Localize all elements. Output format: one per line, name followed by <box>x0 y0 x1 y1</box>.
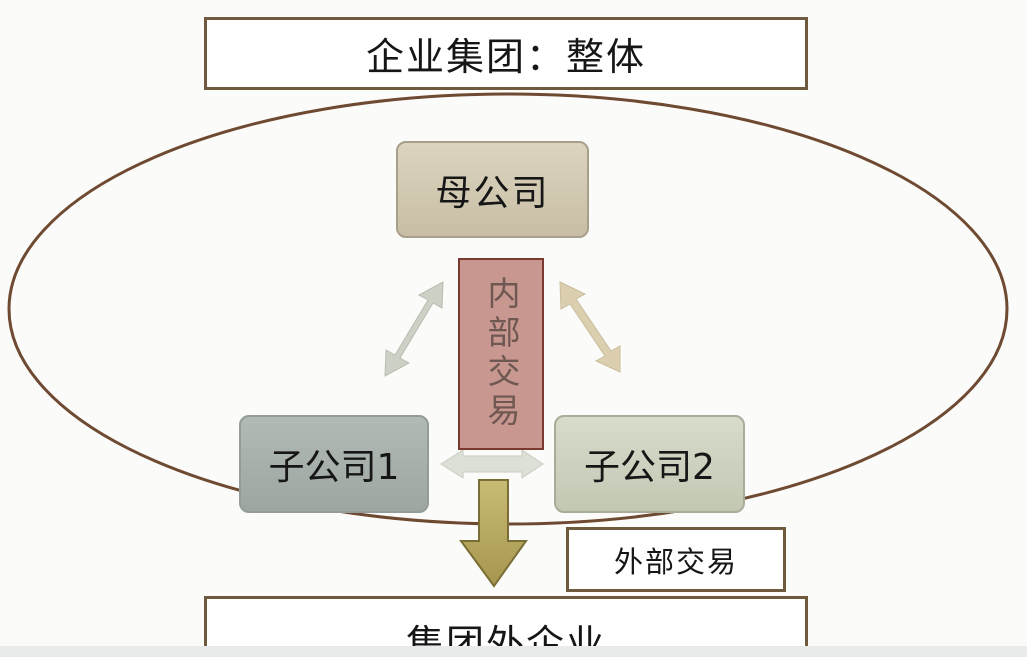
parent-subsidiary2-double-arrow <box>559 281 621 373</box>
internal-transactions-box: 内部交易 <box>458 258 544 450</box>
external-transaction-down-arrow <box>459 479 528 588</box>
external-transactions-label: 外部交易 <box>613 544 738 579</box>
parent-company-node: 母公司 <box>396 141 589 238</box>
subsidiary-1-node: 子公司1 <box>239 415 429 513</box>
subsidiary-1-label: 子公司1 <box>268 447 400 488</box>
internal-transactions-label: 内部交易 <box>482 276 521 432</box>
group-title-box: 企业集团：整体 <box>204 17 808 90</box>
video-bottom-strip <box>0 646 1027 657</box>
subsidiary1-subsidiary2-double-arrow <box>440 449 544 479</box>
subsidiary-2-node: 子公司2 <box>554 415 745 513</box>
parent-subsidiary1-double-arrow <box>384 281 444 377</box>
parent-company-label: 母公司 <box>435 172 550 214</box>
external-transactions-box: 外部交易 <box>566 527 786 592</box>
group-title: 企业集团：整体 <box>365 35 646 79</box>
subsidiary-2-label: 子公司2 <box>584 447 715 488</box>
